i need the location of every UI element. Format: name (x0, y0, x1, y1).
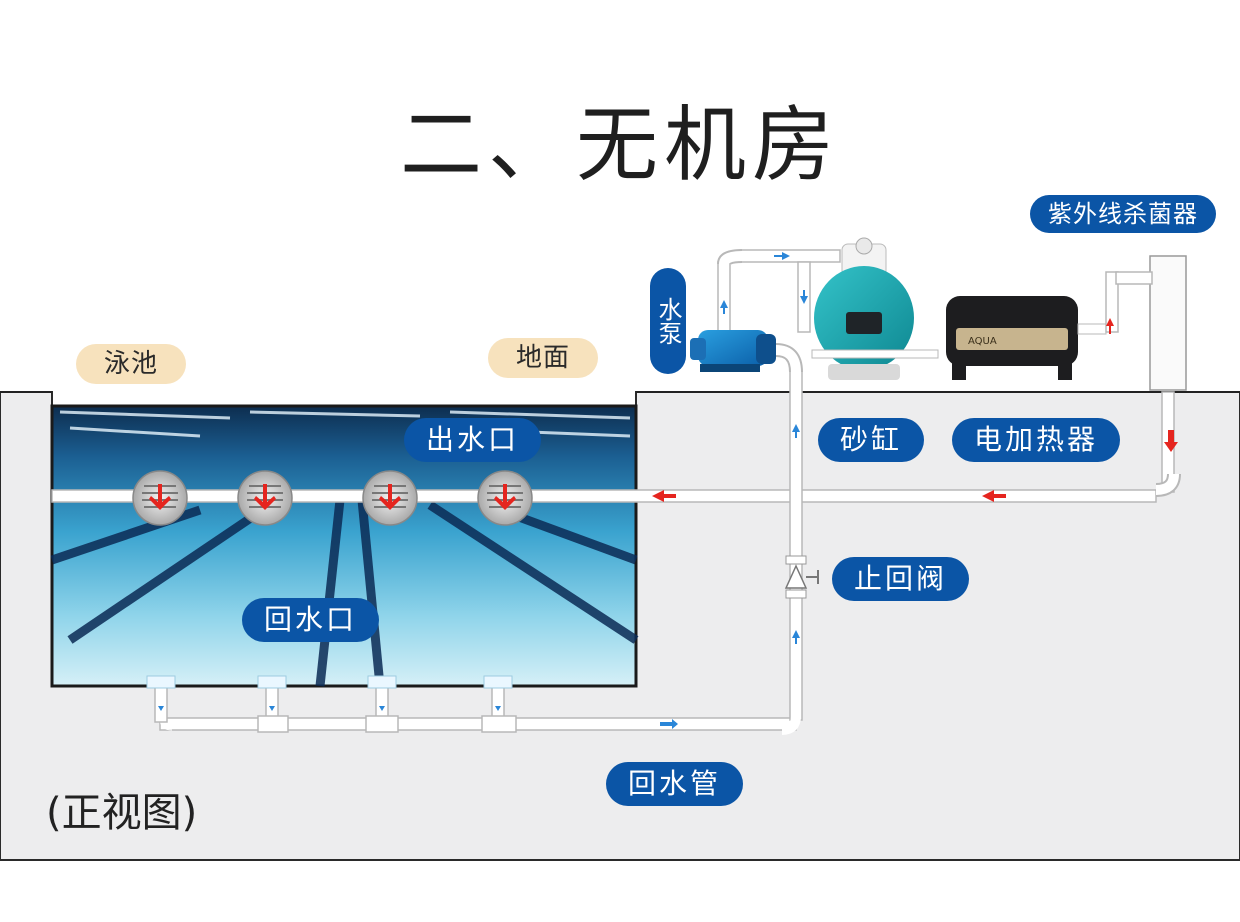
heater-brand-text: AQUA (968, 336, 997, 347)
label-pump: 水泵 (650, 268, 686, 374)
outlet-drains (132, 470, 533, 526)
label-sand-filter: 砂缸 (818, 418, 925, 462)
riser-pipe (789, 369, 803, 721)
label-return-inlet: 回水口 (242, 598, 380, 642)
label-electric-heater: 电加热器 (952, 418, 1121, 462)
top-loop-arrows (720, 252, 808, 314)
pool-ceiling-lights (59, 410, 631, 438)
return-inlet-arrows (158, 696, 678, 729)
label-uv-sterilizer: 紫外线杀菌器 (1030, 195, 1216, 233)
label-outlet: 出水口 (404, 418, 542, 462)
label-return-pipe: 回水管 (606, 762, 744, 806)
uv-sterilizer (1105, 255, 1187, 391)
check-valve (784, 555, 819, 599)
pool-basin (50, 404, 638, 688)
water-pump (690, 330, 776, 372)
label-ground: 地面 (488, 338, 599, 378)
label-pool: 泳池 (76, 344, 187, 384)
return-inlet-stubs (154, 685, 517, 733)
view-caption: (正视图) (46, 790, 198, 836)
return-inlet-nozzles (146, 675, 513, 689)
label-check-valve: 止回阀 (832, 557, 970, 601)
return-pipe (159, 717, 797, 731)
electric-heater: AQUA (946, 296, 1107, 380)
riser-arrows (792, 424, 800, 644)
outlet-flow-arrows (652, 430, 1178, 502)
page-title: 二、无机房 (399, 98, 840, 193)
sand-filter (811, 237, 939, 380)
